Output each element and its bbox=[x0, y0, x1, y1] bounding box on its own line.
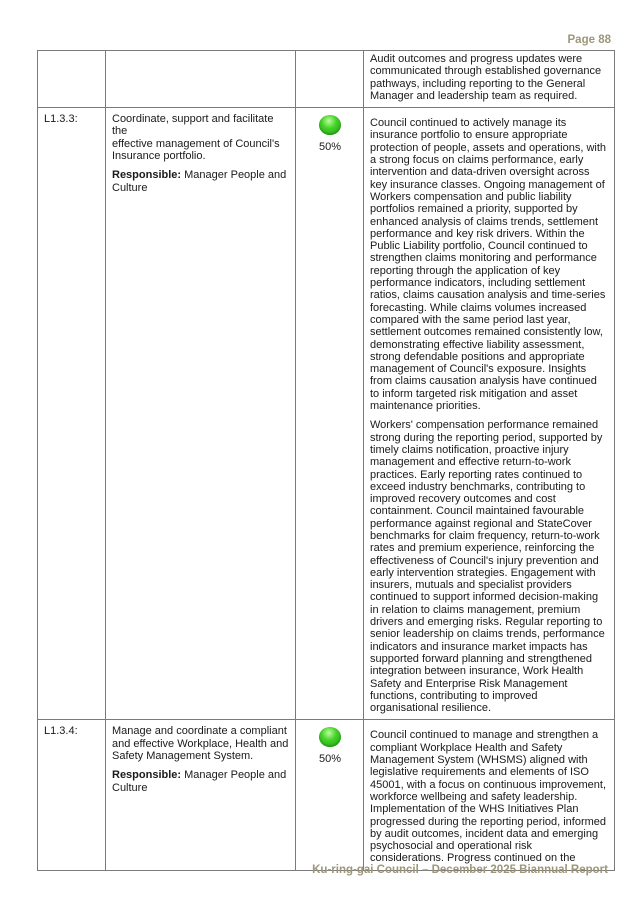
table-row: L1.3.4: Manage and coordinate a complian… bbox=[37, 719, 615, 871]
report-footer: Ku-ring-gai Council – December 2025 Bian… bbox=[312, 864, 608, 876]
progress-comment: Audit outcomes and progress updates were… bbox=[363, 49, 615, 109]
action-code bbox=[37, 49, 106, 109]
comment-paragraph: Council continued to actively manage its… bbox=[370, 117, 607, 413]
status-cell bbox=[295, 49, 364, 109]
comment-paragraph: Audit outcomes and progress updates were… bbox=[370, 53, 602, 102]
comment-paragraph: Workers' compensation performance remain… bbox=[370, 419, 605, 715]
progress-percent: 50% bbox=[318, 753, 342, 766]
comment-paragraph: Council continued to manage and strength… bbox=[370, 729, 607, 865]
action-text: Manage and coordinate a compliant and ef… bbox=[112, 725, 289, 763]
action-description: Coordinate, support and facilitate the e… bbox=[105, 107, 296, 721]
status-cell: 50% bbox=[295, 719, 364, 871]
action-progress-table: Audit outcomes and progress updates were… bbox=[37, 49, 615, 871]
action-description bbox=[105, 49, 296, 109]
action-code: L1.3.3: bbox=[37, 107, 106, 721]
responsible-label: Responsible: bbox=[112, 169, 182, 182]
progress-percent: 50% bbox=[318, 141, 342, 154]
green-circle-icon bbox=[319, 115, 341, 136]
action-description: Manage and coordinate a compliant and ef… bbox=[105, 719, 296, 871]
status-cell: 50% bbox=[295, 107, 364, 721]
table-row: L1.3.3: Coordinate, support and facilita… bbox=[37, 107, 615, 721]
responsible-line: Responsible: Manager People and Culture bbox=[112, 169, 290, 194]
progress-comment: Council continued to manage and strength… bbox=[363, 719, 615, 871]
page-number: Page 88 bbox=[567, 34, 611, 46]
responsible-label: Responsible: bbox=[112, 769, 182, 782]
responsible-value: Manager People and Culture bbox=[112, 769, 287, 794]
progress-comment: Council continued to actively manage its… bbox=[363, 107, 615, 721]
action-code: L1.3.4: bbox=[37, 719, 106, 871]
green-circle-icon bbox=[319, 727, 341, 748]
table-row: Audit outcomes and progress updates were… bbox=[37, 49, 615, 109]
responsible-line: Responsible: Manager People and Culture bbox=[112, 769, 290, 794]
responsible-value: Manager People and Culture bbox=[112, 169, 287, 194]
action-text: Coordinate, support and facilitate the e… bbox=[112, 113, 280, 163]
